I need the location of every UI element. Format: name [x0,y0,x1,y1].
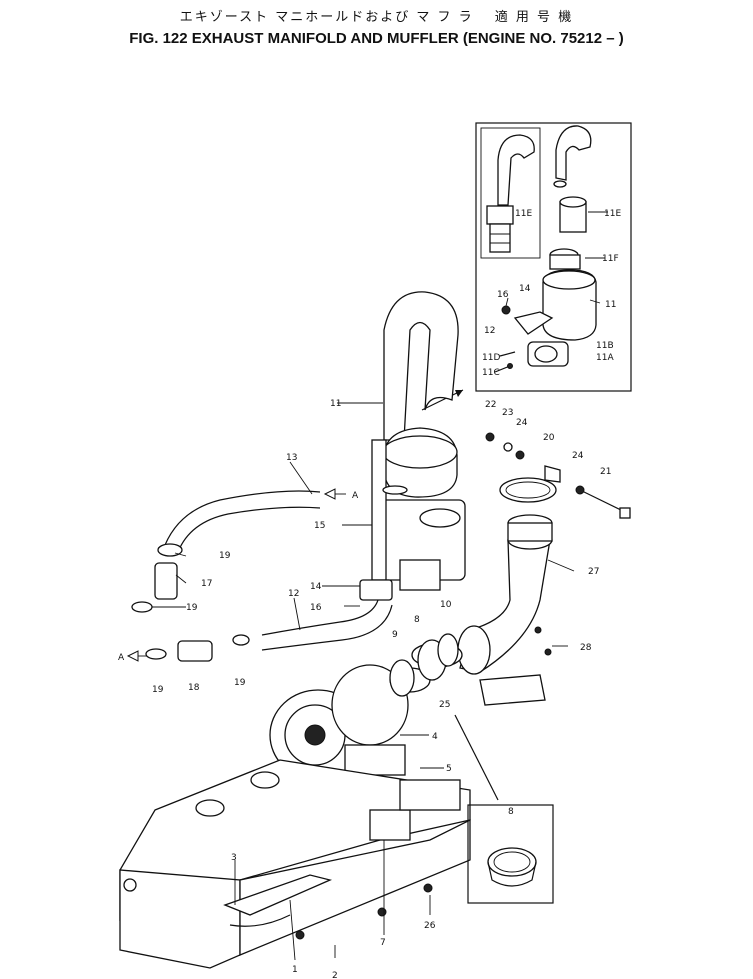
callout-13: 13 [286,453,297,463]
callout-24-a: 24 [516,418,528,428]
callout-27: 27 [588,567,599,577]
japanese-title: エキゾースト マニホールドおよび マ フ ラ 適 用 号 機 [179,10,574,25]
callout-24-b: 24 [572,451,584,461]
callout-19-c: 19 [152,685,164,695]
callout-16-inset: 16 [497,290,509,300]
callout-19-a: 19 [219,551,231,561]
callout-11c: 11C [482,368,500,378]
callout-labels: 1 2 3 4 5 7 8 8 9 10 11 11 11A 11B 11C 1… [152,209,621,979]
callout-25: 25 [439,700,450,710]
callout-2: 2 [332,971,338,979]
rubber-hoses [164,490,393,651]
band-clamp [485,432,631,519]
inset-pointer-arrow [421,389,464,411]
callout-16: 16 [310,603,322,613]
callout-22: 22 [485,400,496,410]
callout-8: 8 [414,615,420,625]
gasket-detail [454,714,554,904]
callout-11a: 11A [596,353,614,363]
callout-11b: 11B [596,341,614,351]
callout-26: 26 [424,921,436,931]
callout-1: 1 [292,965,298,975]
callout-11e-right: 11E [604,209,621,219]
callout-7: 7 [380,938,386,948]
callout-17: 17 [201,579,212,589]
muffler-assembly [359,291,466,601]
callout-11f: 11F [602,254,619,264]
callout-3: 3 [231,853,237,863]
callout-12: 12 [288,589,299,599]
exhaust-elbow [457,514,553,706]
figure-title: FIG. 122 EXHAUST MANIFOLD AND MUFFLER (E… [129,30,624,47]
engine-head-manifold [119,759,471,969]
callout-11d: 11D [482,353,500,363]
callout-5: 5 [446,764,452,774]
callout-4: 4 [432,732,438,742]
inset-detail-box [475,122,632,392]
callout-14: 14 [310,582,322,592]
callout-20: 20 [543,433,555,443]
callout-11e-left: 11E [515,209,532,219]
view-a-label-lower: A [118,653,125,663]
fittings-left [131,543,250,662]
callout-19-b: 19 [186,603,198,613]
callout-28: 28 [580,643,592,653]
seal-rings [389,633,459,697]
callout-23: 23 [502,408,513,418]
view-a-label-upper: A [352,491,359,501]
callout-14-inset: 14 [519,284,531,294]
callout-12-inset: 12 [484,326,495,336]
callout-9: 9 [392,630,398,640]
callout-10: 10 [440,600,452,610]
view-a-arrows: A A [118,488,359,663]
leader-lines [152,211,608,961]
callout-18: 18 [188,683,200,693]
callout-21: 21 [600,467,611,477]
callout-15: 15 [314,521,325,531]
callout-19-d: 19 [234,678,246,688]
callout-11: 11 [330,399,341,409]
callout-11-inset: 11 [605,300,616,310]
callout-8-detail: 8 [508,807,514,817]
